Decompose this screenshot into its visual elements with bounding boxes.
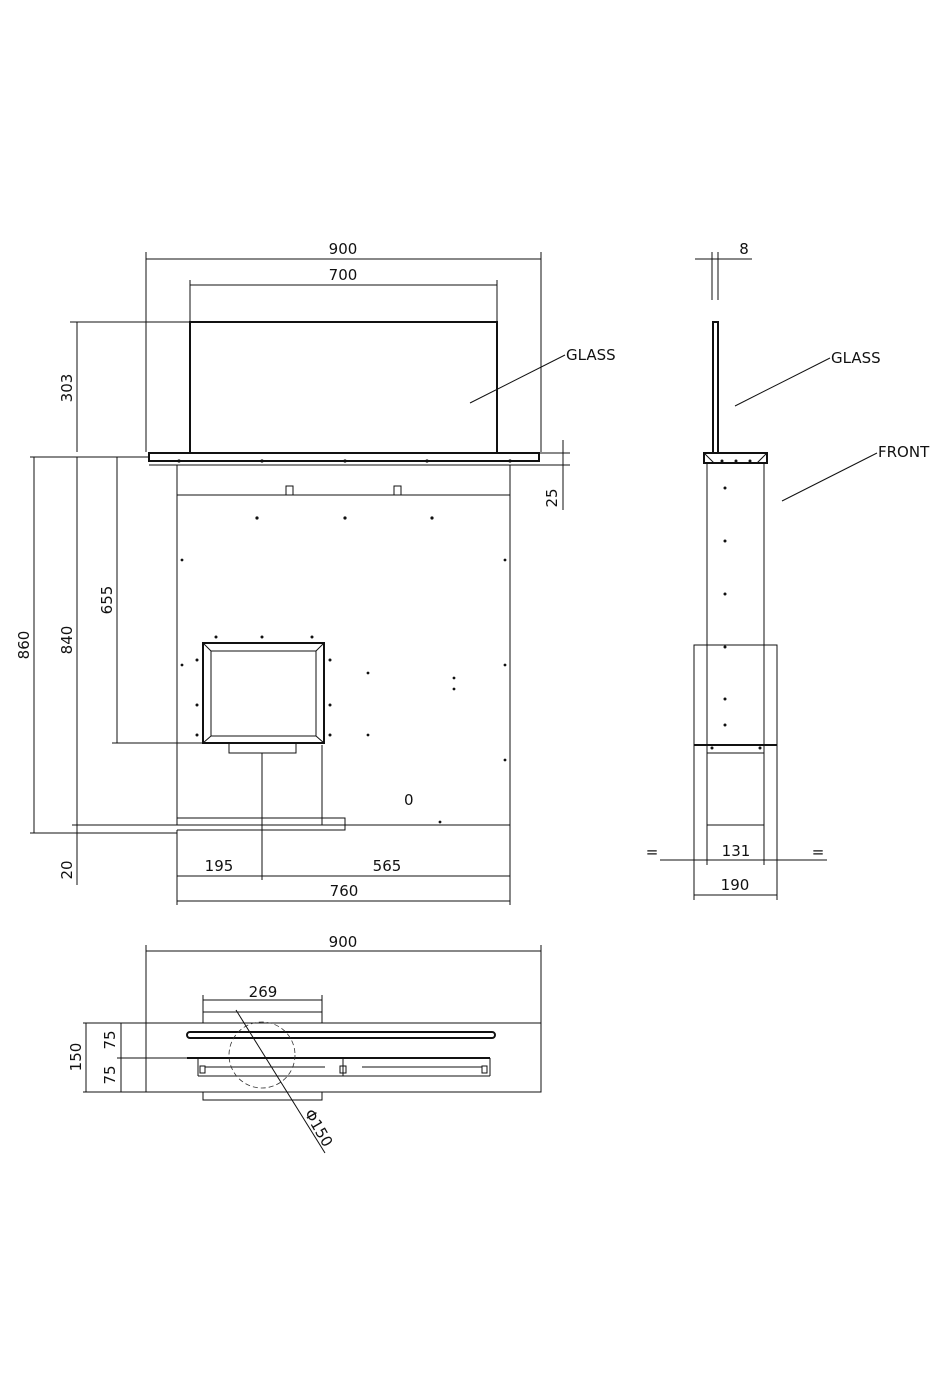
dim-left-offset-195: 195	[205, 857, 234, 875]
label-glass-side: GLASS	[831, 349, 881, 367]
dim-right-offset-565: 565	[373, 857, 402, 875]
dim-total-depth-860: 860	[15, 631, 33, 660]
dim-glass-height-303: 303	[58, 374, 76, 403]
dim-glass-width-700: 700	[329, 266, 358, 284]
dim-outlet-height-655: 655	[98, 586, 116, 615]
equal-mark-left: =	[646, 843, 659, 861]
top-view: 900 269 150 75 75 Φ150	[67, 933, 541, 1153]
dim-duct-width-269: 269	[249, 983, 278, 1001]
outlet-marker: 0	[404, 791, 414, 809]
dim-width-900: 900	[329, 240, 358, 258]
dim-inner-width-131: 131	[722, 842, 751, 860]
front-view: 900 700 303 GLASS 25	[15, 240, 616, 905]
dim-body-width-760: 760	[330, 882, 359, 900]
dim-top-width-900: 900	[329, 933, 358, 951]
dim-body-height-840: 840	[58, 626, 76, 655]
dim-bottom-gap-20: 20	[58, 860, 76, 879]
outlet-window	[203, 643, 324, 743]
side-view: 8 GLASS FRONT 13	[646, 240, 930, 900]
dim-duct-diameter: Φ150	[301, 1106, 337, 1150]
label-glass-front: GLASS	[566, 346, 616, 364]
side-casing	[694, 645, 777, 745]
label-front: FRONT	[878, 443, 930, 461]
glass-slot	[187, 1032, 495, 1038]
side-column	[707, 463, 764, 825]
dim-glass-thickness-8: 8	[739, 240, 749, 258]
dim-top-plate-25: 25	[543, 488, 561, 507]
dim-top-depth-150: 150	[67, 1043, 85, 1072]
glass-panel	[190, 322, 497, 453]
glass-panel-edge	[713, 322, 718, 453]
dim-half-top-75: 75	[101, 1030, 119, 1049]
dim-half-bottom-75: 75	[101, 1065, 119, 1084]
dim-outer-width-190: 190	[721, 876, 750, 894]
equal-mark-right: =	[812, 843, 825, 861]
